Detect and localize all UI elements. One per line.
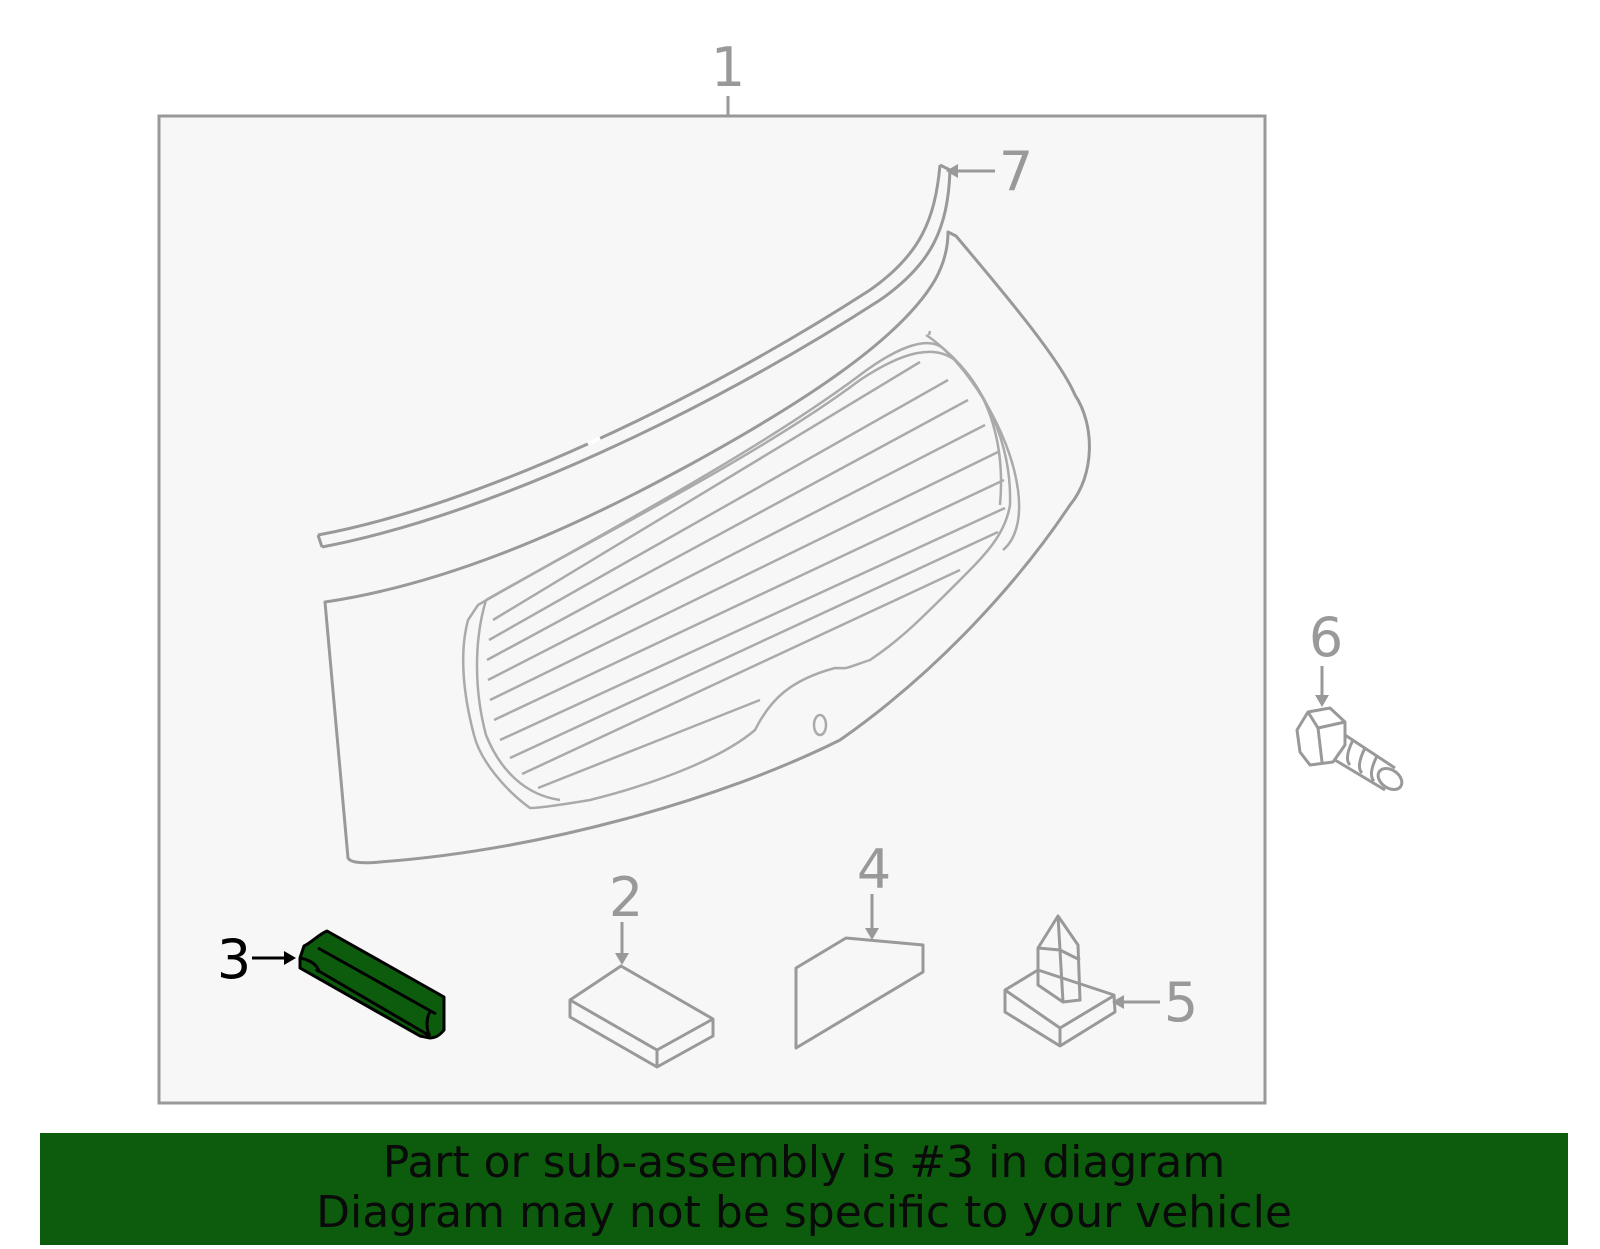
callout-4[interactable]: 4 xyxy=(857,838,891,901)
part-7-spoiler[interactable] xyxy=(316,163,952,549)
part-info-banner: Part or sub-assembly is #3 in diagram Di… xyxy=(40,1133,1568,1245)
part-4-pad[interactable] xyxy=(794,936,925,1050)
banner-line-part: Part or sub-assembly is #3 in diagram xyxy=(382,1137,1226,1188)
callout-1[interactable]: 1 xyxy=(711,36,745,99)
callout-2[interactable]: 2 xyxy=(609,866,643,929)
liftgate-glass-panel xyxy=(323,230,1091,865)
banner-line-disclaimer: Diagram may not be specific to your vehi… xyxy=(316,1187,1292,1238)
leader-6 xyxy=(1315,666,1329,707)
leader-5 xyxy=(1112,995,1160,1009)
leader-4 xyxy=(865,894,879,940)
part-5-clip[interactable] xyxy=(1003,914,1117,1048)
part-2-pad[interactable] xyxy=(568,964,715,1069)
part-6-bolt[interactable] xyxy=(1295,706,1406,794)
leader-3 xyxy=(252,951,296,965)
callout-7[interactable]: 7 xyxy=(999,140,1033,203)
leader-7 xyxy=(946,164,995,178)
callout-3[interactable]: 3 xyxy=(217,928,251,991)
callout-5[interactable]: 5 xyxy=(1164,971,1198,1034)
part-3-highlighted[interactable] xyxy=(298,929,446,1040)
leader-2 xyxy=(615,922,629,965)
rear-window-defroster-glass xyxy=(461,330,1021,810)
callout-6[interactable]: 6 xyxy=(1309,606,1343,669)
